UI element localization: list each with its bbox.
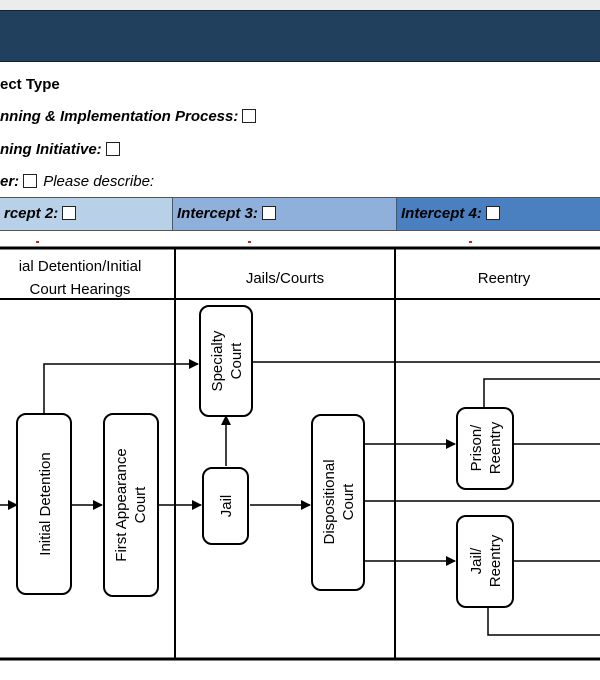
line-prison-reentry-top — [483, 378, 600, 408]
node-jail-reentry-label-2: Reentry — [487, 534, 504, 587]
node-prison-reentry-label-2: Reentry — [487, 421, 504, 474]
other-checkbox[interactable] — [23, 174, 38, 188]
intercept-4-label: Intercept 4: — [401, 205, 482, 222]
column-header-reentry: Reentry — [478, 270, 531, 287]
intercept-3-cell: Intercept 3: — [173, 198, 397, 230]
arrow-to-specialty-court — [43, 359, 199, 414]
project-type-label: ect Type — [0, 76, 60, 93]
column-header-detention-line2: Court Hearings — [30, 281, 131, 298]
intercept-4-checkbox[interactable] — [485, 206, 500, 220]
node-first-appearance-label-1: First Appearance — [113, 448, 130, 561]
node-initial-detention: Initial Detention — [16, 413, 72, 595]
training-row: ning Initiative: — [0, 141, 120, 158]
other-label: er: — [0, 173, 20, 190]
node-prison-reentry-label-1: Prison/ — [468, 424, 485, 472]
intercept-3-label: Intercept 3: — [177, 205, 258, 222]
node-jail-label: Jail — [218, 495, 235, 518]
intercept-row: rcept 2: Intercept 3: Intercept 4: — [0, 197, 600, 231]
node-specialty-label-1: Specialty — [209, 330, 226, 391]
intercept-2-checkbox[interactable] — [62, 206, 77, 220]
intercept-2-label: rcept 2: — [4, 205, 59, 222]
node-specialty-court: Specialty Court — [199, 305, 253, 417]
intercept-2-cell: rcept 2: — [0, 198, 173, 230]
node-dispositional-label-2: Court — [340, 483, 357, 521]
training-label: ning Initiative: — [0, 141, 102, 158]
node-initial-detention-label: Initial Detention — [37, 452, 54, 555]
line-jail-reentry-bottom — [487, 607, 600, 636]
planning-checkbox[interactable] — [242, 109, 257, 123]
node-dispositional-label-1: Dispositional — [321, 459, 338, 544]
node-specialty-label-2: Court — [228, 342, 245, 380]
node-jail: Jail — [202, 467, 249, 545]
column-header-jails-courts: Jails/Courts — [246, 270, 324, 287]
node-first-appearance-label-2: Court — [132, 486, 149, 524]
planning-row: nning & Implementation Process: — [0, 108, 257, 125]
intercept-4-cell: Intercept 4: — [397, 198, 600, 230]
other-description: Please describe: — [43, 173, 155, 190]
other-row: er: Please describe: — [0, 173, 154, 190]
node-dispositional-court: Dispositional Court — [311, 414, 365, 591]
node-first-appearance-court: First Appearance Court — [103, 413, 159, 597]
node-jail-reentry: Jail/ Reentry — [456, 515, 514, 608]
header-bar — [0, 10, 600, 62]
node-jail-reentry-label-1: Jail/ — [468, 547, 485, 575]
top-strip — [0, 0, 600, 10]
intercept-3-checkbox[interactable] — [261, 206, 276, 220]
node-prison-reentry: Prison/ Reentry — [456, 407, 514, 490]
training-checkbox[interactable] — [105, 142, 120, 156]
sequential-intercept-diagram: ial Detention/Initial Court Hearings Jai… — [0, 241, 600, 661]
column-header-detention-line1: ial Detention/Initial — [19, 258, 142, 275]
planning-label: nning & Implementation Process: — [0, 108, 239, 125]
